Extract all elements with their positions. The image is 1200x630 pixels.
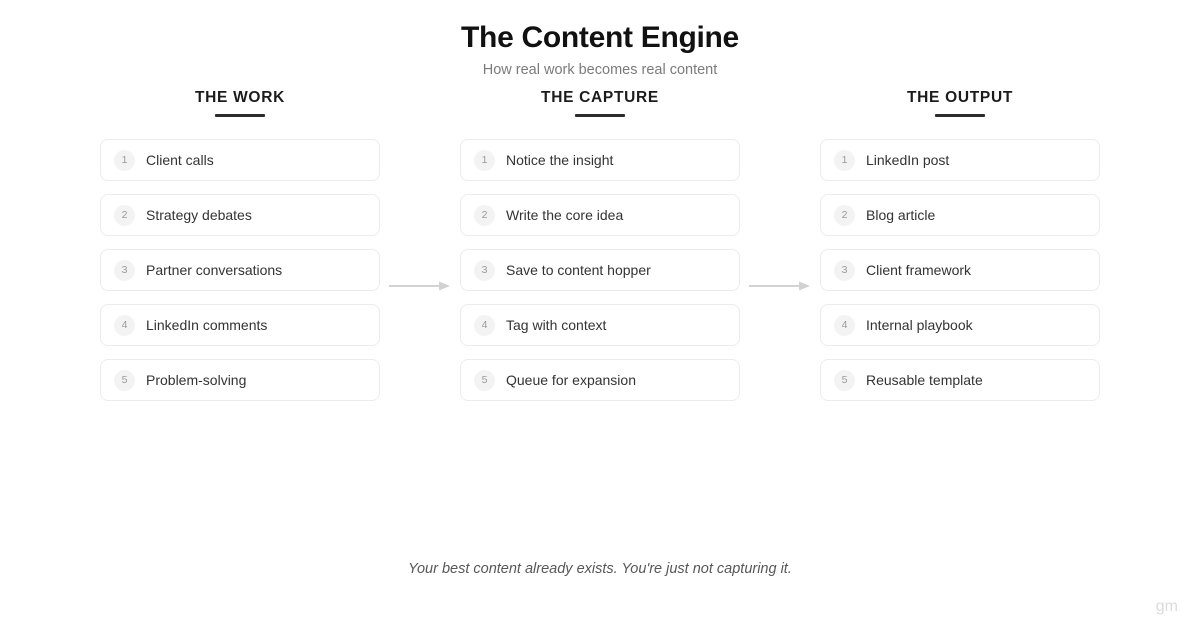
item-label: Write the core idea: [506, 207, 624, 223]
list-item[interactable]: 3 Save to content hopper: [460, 249, 740, 291]
list-item[interactable]: 2 Strategy debates: [100, 194, 380, 236]
item-number-badge: 2: [474, 204, 495, 226]
item-number-badge: 4: [114, 314, 135, 336]
column-the-work: THE WORK 1 Client calls 2 Strategy debat…: [100, 88, 380, 414]
item-label: Client framework: [866, 262, 972, 278]
list-item[interactable]: 4 LinkedIn comments: [100, 304, 380, 346]
item-number-badge: 1: [474, 149, 495, 171]
item-number-badge: 3: [474, 259, 495, 281]
column-the-output: THE OUTPUT 1 LinkedIn post 2 Blog articl…: [820, 88, 1100, 414]
item-number-badge: 4: [474, 314, 495, 336]
page-title: The Content Engine: [461, 21, 739, 54]
item-label: Blog article: [866, 207, 936, 223]
column-heading-label: THE WORK: [195, 89, 285, 106]
item-label: LinkedIn post: [866, 152, 950, 168]
item-label: Queue for expansion: [506, 372, 636, 388]
item-label: Client calls: [146, 152, 214, 168]
heading-underline: [935, 114, 985, 117]
item-label: Internal playbook: [866, 317, 973, 333]
item-label: Notice the insight: [506, 152, 614, 168]
arrow-right-icon: [389, 281, 450, 291]
column-the-capture: THE CAPTURE 1 Notice the insight 2 Write…: [460, 88, 740, 414]
column-heading-the-capture: THE CAPTURE: [460, 88, 740, 117]
list-item[interactable]: 5 Queue for expansion: [460, 359, 740, 401]
column-heading-label: THE OUTPUT: [906, 89, 1014, 106]
card-list-the-capture: 1 Notice the insight 2 Write the core id…: [460, 139, 740, 401]
card-list-the-work: 1 Client calls 2 Strategy debates 3 Part…: [100, 139, 380, 401]
item-label: Problem-solving: [146, 372, 247, 388]
column-heading-the-work: THE WORK: [100, 88, 380, 117]
item-number-badge: 1: [834, 149, 855, 171]
footer-tagline: Your best content already exists. You're…: [408, 561, 792, 577]
heading-underline: [575, 114, 625, 117]
list-item[interactable]: 1 LinkedIn post: [820, 139, 1100, 181]
item-number-badge: 4: [834, 314, 855, 336]
list-item[interactable]: 5 Problem-solving: [100, 359, 380, 401]
item-number-badge: 3: [834, 259, 855, 281]
item-label: Save to content hopper: [506, 262, 651, 278]
watermark-logo: gm: [1155, 598, 1178, 615]
item-number-badge: 2: [114, 204, 135, 226]
connector-capture-to-output: [740, 88, 820, 428]
item-label: Strategy debates: [146, 207, 252, 223]
process-board: THE WORK 1 Client calls 2 Strategy debat…: [0, 88, 1200, 428]
column-heading-label: THE CAPTURE: [541, 89, 659, 106]
list-item[interactable]: 2 Write the core idea: [460, 194, 740, 236]
item-label: Partner conversations: [146, 262, 283, 278]
list-item[interactable]: 3 Client framework: [820, 249, 1100, 291]
item-number-badge: 2: [834, 204, 855, 226]
item-number-badge: 5: [114, 369, 135, 391]
list-item[interactable]: 1 Client calls: [100, 139, 380, 181]
item-label: LinkedIn comments: [146, 317, 268, 333]
list-item[interactable]: 4 Tag with context: [460, 304, 740, 346]
item-label: Reusable template: [866, 372, 983, 388]
item-number-badge: 1: [114, 149, 135, 171]
heading-underline: [215, 114, 265, 117]
item-number-badge: 3: [114, 259, 135, 281]
list-item[interactable]: 4 Internal playbook: [820, 304, 1100, 346]
column-heading-the-output: THE OUTPUT: [820, 88, 1100, 117]
page-header: The Content Engine How real work becomes…: [0, 0, 1200, 80]
arrow-right-icon: [749, 281, 810, 291]
list-item[interactable]: 3 Partner conversations: [100, 249, 380, 291]
item-number-badge: 5: [834, 369, 855, 391]
card-list-the-output: 1 LinkedIn post 2 Blog article 3 Client …: [820, 139, 1100, 401]
list-item[interactable]: 2 Blog article: [820, 194, 1100, 236]
connector-work-to-capture: [380, 88, 460, 428]
list-item[interactable]: 5 Reusable template: [820, 359, 1100, 401]
item-number-badge: 5: [474, 369, 495, 391]
page-subtitle: How real work becomes real content: [482, 62, 718, 78]
list-item[interactable]: 1 Notice the insight: [460, 139, 740, 181]
item-label: Tag with context: [506, 317, 607, 333]
